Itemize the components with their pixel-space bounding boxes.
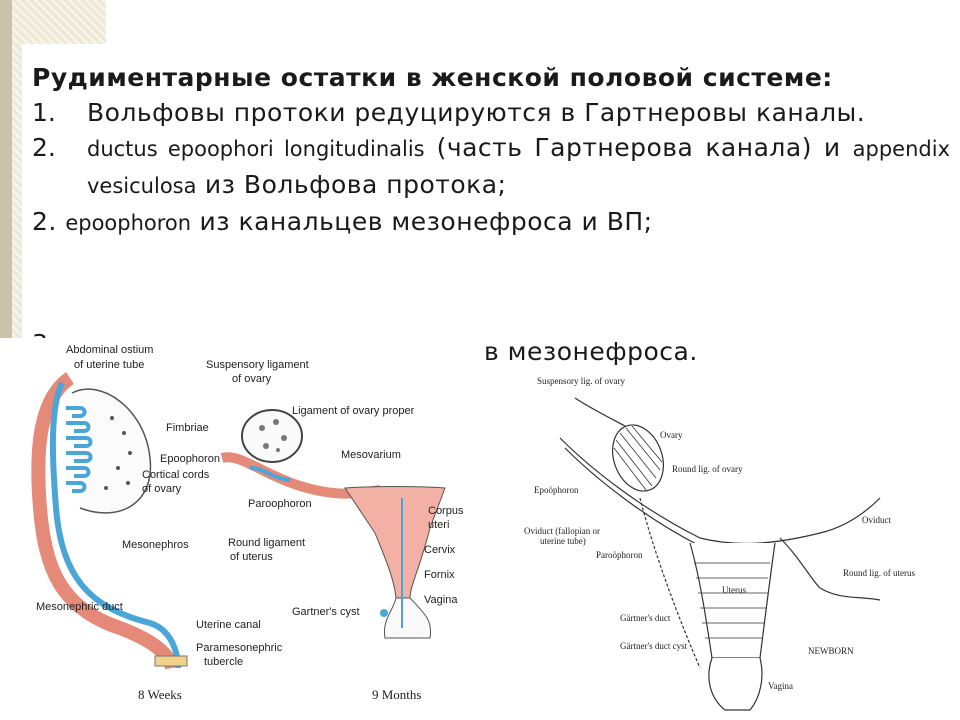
label-cortical-cords: Cortical cords xyxy=(142,469,210,481)
label-epoophoron-newborn: Epoöphoron xyxy=(534,485,579,495)
cortical-cords xyxy=(104,416,132,490)
label-uterus: Uterus xyxy=(722,585,746,595)
decorative-top-pattern xyxy=(22,0,106,44)
decorative-left-band xyxy=(0,0,12,340)
item-text: ductus epoophori longitudinalis (часть Г… xyxy=(87,130,950,204)
figure-newborn-labels: Suspensory lig. of ovary Ovary Round lig… xyxy=(524,376,915,691)
item-text: в мезонефроса. xyxy=(484,338,698,366)
label-round-lig-ovary: Round lig. of ovary xyxy=(672,464,743,474)
gartner-cyst-shape xyxy=(380,609,388,617)
latin-term: ductus epoophori longitudinalis xyxy=(87,137,425,161)
mesonephric-tubules xyxy=(66,406,93,493)
label-round-lig-uterus: Round lig. of uterus xyxy=(843,568,915,578)
paramesonephric-tubercle-shape xyxy=(154,655,188,667)
latin-term: epoophoron xyxy=(65,211,192,235)
item-number: 2. xyxy=(32,133,56,162)
label-gartners-cyst: Gartner's cyst xyxy=(292,606,360,618)
list-item: 1. Вольфовы протоки редуцируются в Гартн… xyxy=(32,95,950,130)
anatomy-figures: в мезонефроса. Abdominal ostium of uteri… xyxy=(0,338,960,720)
caption-9-months: 9 Months xyxy=(372,687,421,702)
figure-8-weeks: Abdominal ostium of uterine tube Epoopho… xyxy=(31,344,283,702)
slide-heading: Рудиментарные остатки в женской половой … xyxy=(32,63,833,92)
label-newborn: NEWBORN xyxy=(808,646,854,656)
label-of-uterine-tube: of uterine tube xyxy=(74,359,144,371)
item-text-part: из Вольфова протока; xyxy=(196,170,507,199)
follicles xyxy=(259,419,287,452)
label-cervix: Cervix xyxy=(424,544,456,556)
label-oviduct-fallopian: Oviduct (fallopian or xyxy=(524,526,600,536)
suspensory-ligament-line xyxy=(574,397,626,427)
gartner-duct-line xyxy=(639,497,701,669)
round-ligament-line xyxy=(779,537,881,601)
label-of-uterus: of uterus xyxy=(230,551,273,563)
label-oviduct: Oviduct xyxy=(862,515,891,525)
label-paroophoron-newborn: Paroöphoron xyxy=(596,550,643,560)
vagina-line-shape xyxy=(708,657,763,711)
label-mesonephros: Mesonephros xyxy=(122,539,189,551)
label-of-ovary: of ovary xyxy=(142,483,182,495)
label-vagina: Vagina xyxy=(424,594,458,606)
uterus-hatching xyxy=(694,562,770,639)
ovary-hatching xyxy=(613,425,663,491)
figure-background xyxy=(0,338,960,720)
gonad-outline xyxy=(71,388,152,514)
uterus-shape xyxy=(344,486,446,599)
caption-8-weeks: 8 Weeks xyxy=(138,687,182,702)
label-epoophoron: Epoophoron xyxy=(160,453,220,465)
cervix-shape xyxy=(383,597,432,639)
item-number: 1. xyxy=(32,98,56,127)
decorative-left-pattern xyxy=(12,0,22,340)
label-ovary: Ovary xyxy=(660,430,683,440)
epoophoron-shape xyxy=(249,466,291,482)
label-paroophoron: Paroophoron xyxy=(248,498,312,510)
label-suspensory-lig: Suspensory lig. of ovary xyxy=(537,376,625,386)
ovary-shape xyxy=(241,409,303,463)
list-item: 2. epoophoron из канальцев мезонефроса и… xyxy=(32,204,950,241)
label-mesonephric-duct: Mesonephric duct xyxy=(36,601,123,613)
slide-text: Рудиментарные остатки в женской половой … xyxy=(32,60,950,241)
label-round-ligament: Round ligament xyxy=(228,537,305,549)
label-fimbriae: Fimbriae xyxy=(166,422,209,434)
figure-newborn xyxy=(559,397,881,711)
latin-term: appendix vesiculosa xyxy=(87,137,950,198)
label-ligament-of-ovary-proper: Ligament of ovary proper xyxy=(292,405,415,417)
item-number: 2. xyxy=(32,207,57,236)
label-corpus: Corpus xyxy=(428,505,464,517)
ovary-line-shape xyxy=(612,424,664,492)
label-of-ovary: of ovary xyxy=(232,373,272,385)
label-gartners-duct-cyst: Gärtner's duct cyst xyxy=(620,641,688,651)
label-mesovarium: Mesovarium xyxy=(341,449,401,461)
label-paramesonephric: Paramesonephric xyxy=(196,642,283,654)
figure-9-months: Suspensory ligament of ovary Ligament of… xyxy=(166,359,464,702)
paramesonephric-duct-shape xyxy=(31,372,179,670)
label-vagina-newborn: Vagina xyxy=(768,681,793,691)
item-text-part: (часть Гартнерова канала) и xyxy=(424,133,853,162)
label-abdominal-ostium: Abdominal ostium xyxy=(66,344,153,356)
item-text: из канальцев мезонефроса и ВП; xyxy=(191,207,653,236)
label-fornix: Fornix xyxy=(424,569,455,581)
label-uterine-tube: uterine tube) xyxy=(540,536,586,546)
label-uteri: uteri xyxy=(428,519,449,531)
label-suspensory-ligament: Suspensory ligament xyxy=(206,359,309,371)
list-item: 2. ductus epoophori longitudinalis (част… xyxy=(32,130,950,204)
label-gartners-duct: Gärtner's duct xyxy=(620,613,671,623)
oviduct-line-left-inner xyxy=(564,447,701,547)
label-uterine-canal: Uterine canal xyxy=(196,619,261,631)
mesonephric-duct-shape xyxy=(49,381,181,669)
label-tubercle: tubercle xyxy=(204,656,243,668)
item-text: Вольфовы протоки редуцируются в Гартнеро… xyxy=(87,98,866,127)
